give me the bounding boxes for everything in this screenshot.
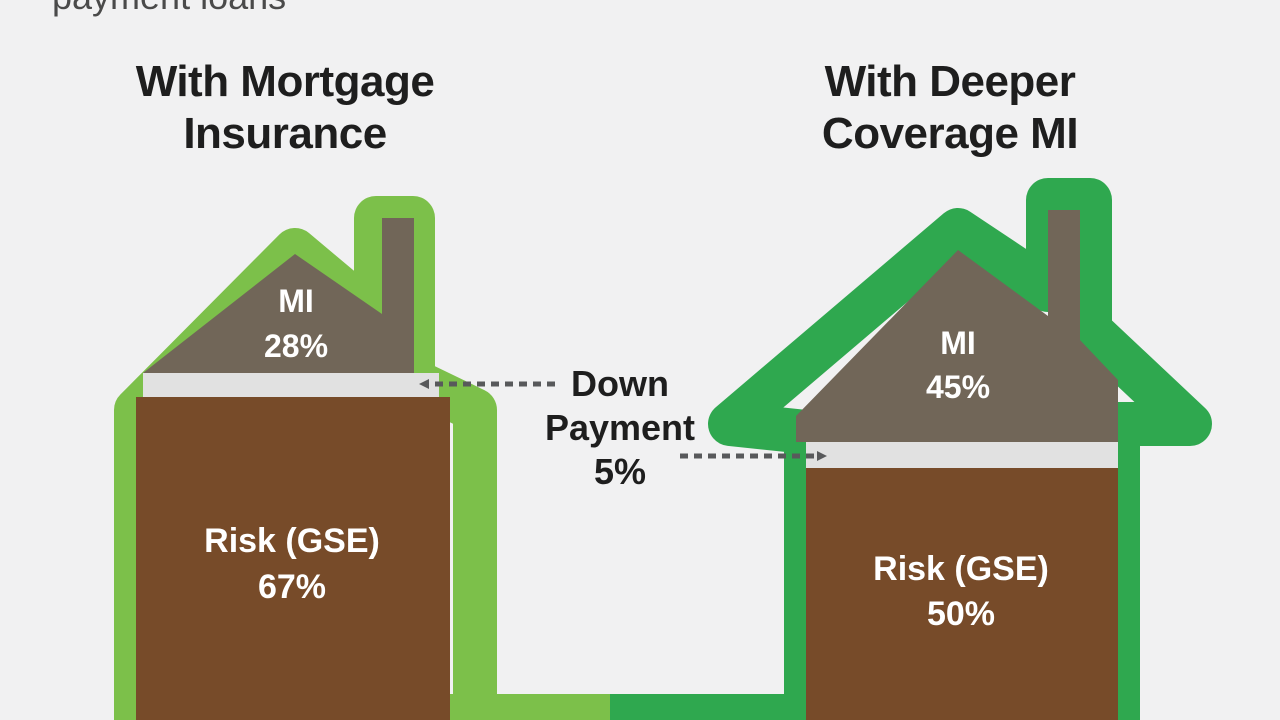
down-payment-callout: Down Payment 5% <box>419 363 827 492</box>
left-house-title-line1: With Mortgage <box>135 57 435 106</box>
left-mi-value: 28% <box>264 328 328 364</box>
ground-line-right <box>610 694 810 720</box>
down-payment-line2: Payment <box>545 407 695 448</box>
left-risk-label: Risk (GSE) <box>204 522 380 560</box>
right-house-outline <box>708 178 1212 720</box>
left-house: MI 28% Risk (GSE) 67% <box>114 196 497 720</box>
down-payment-line1: Down <box>571 363 669 404</box>
right-house: MI 45% Risk (GSE) 50% <box>708 178 1212 720</box>
left-risk-value: 67% <box>258 568 326 606</box>
right-house-title-line2: Coverage MI <box>821 109 1079 158</box>
right-risk-label: Risk (GSE) <box>873 550 1049 588</box>
left-house-down-payment-band <box>143 373 439 397</box>
left-house-risk-region <box>136 397 450 720</box>
left-house-title: With Mortgage Insurance <box>60 56 510 160</box>
right-risk-value: 50% <box>927 595 995 633</box>
down-payment-line3: 5% <box>594 451 646 492</box>
left-house-title-line2: Insurance <box>183 109 387 158</box>
right-mi-label: MI <box>940 325 976 361</box>
left-house-mi-region <box>143 218 414 373</box>
right-house-mi-region <box>796 210 1118 442</box>
right-mi-value: 45% <box>926 369 990 405</box>
right-house-title-line1: With Deeper <box>824 57 1076 106</box>
right-house-down-payment-band <box>806 442 1118 468</box>
top-caption: payment loans <box>52 0 286 18</box>
right-house-title: With Deeper Coverage MI <box>720 56 1180 160</box>
left-mi-label: MI <box>278 283 314 319</box>
right-house-risk-region <box>806 468 1118 720</box>
